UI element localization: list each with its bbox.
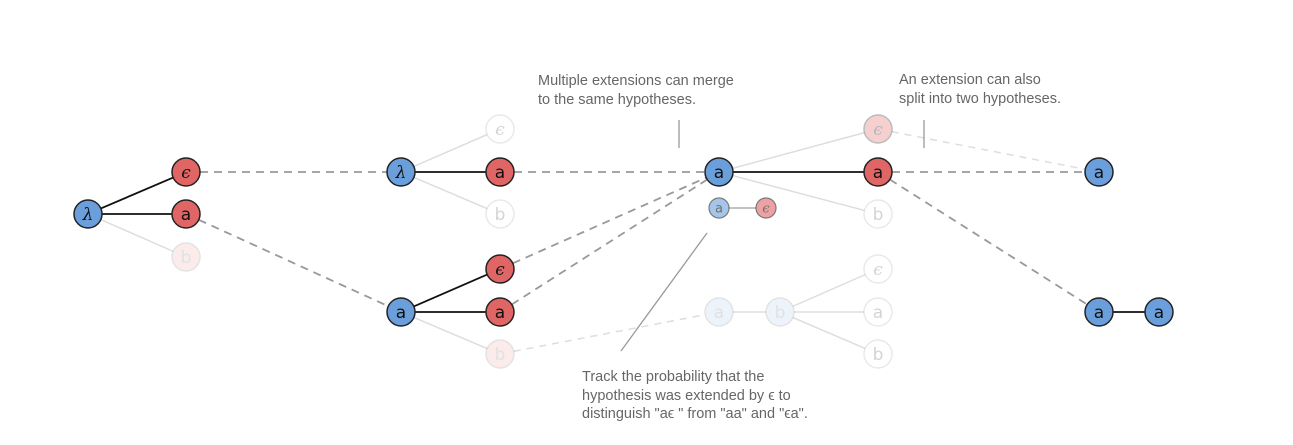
node-inset-a: a (708, 197, 730, 219)
track-annotation-line-3: distinguish "aϵ " from "aa" and "ϵa". (582, 406, 808, 422)
node-label-n2-lambda: λ (395, 163, 407, 183)
node-n1-a: a (171, 199, 201, 229)
node-n2-eps: ϵ (485, 114, 515, 144)
node-label-n3-b: b (495, 345, 506, 365)
node-label-n4-b: b (873, 205, 884, 225)
edge-n4-a-to-n4-eps (732, 131, 865, 170)
node-label-inset-a: a (715, 202, 723, 217)
edge-n1-a-to-n3-a (198, 218, 389, 308)
node-label-n5-a2: a (873, 303, 883, 323)
node-label-n2-b: b (495, 205, 506, 225)
edge-n3-b-to-n5-a (513, 313, 706, 353)
node-inset-eps: ϵ (755, 197, 777, 219)
node-n4-a: a (704, 157, 734, 187)
node-label-n5-a: a (714, 303, 724, 323)
merge-annotation-line-2: to the same hypotheses. (538, 91, 696, 108)
node-n5-b: b (765, 297, 795, 327)
node-n7-a: a (1084, 297, 1114, 327)
node-n3-a: a (386, 297, 416, 327)
edge-n3-a-to-n3-eps (413, 273, 488, 308)
edge-n4-a2-to-n7-a (889, 178, 1088, 306)
node-label-n1-b: b (181, 248, 192, 268)
node-label-n5-b2: b (873, 345, 884, 365)
node-label-n7-a: a (1094, 303, 1104, 323)
node-n6-a: a (1084, 157, 1114, 187)
node-n5-a2: a (863, 297, 893, 327)
node-label-n5-eps: ϵ (873, 260, 883, 280)
node-n1-lambda: λ (73, 199, 103, 229)
node-n1-b: b (171, 242, 201, 272)
edge-n2-lambda-to-n2-eps (413, 133, 488, 168)
node-label-n7-a2: a (1154, 303, 1164, 323)
merge-annotation-line-1: Multiple extensions can merge (538, 73, 734, 89)
node-label-n1-eps: ϵ (181, 163, 191, 183)
edge-n3-eps-to-n4-a (512, 176, 707, 265)
node-label-n3-a: a (396, 303, 406, 323)
node-n3-a2: a (485, 297, 515, 327)
node-n5-a: a (704, 297, 734, 327)
track-pointer-line (620, 232, 708, 352)
edge-n4-eps-to-n6-a (891, 130, 1086, 171)
node-label-n1-a: a (181, 205, 191, 225)
edge-n5-b-to-n5-b2 (792, 316, 866, 350)
edge-n2-lambda-to-n2-b (413, 176, 488, 210)
track-annotation-line-2: hypothesis was extended by ϵ to (582, 387, 791, 404)
node-label-n4-a: a (714, 163, 724, 183)
node-n4-a2: a (863, 157, 893, 187)
node-n2-lambda: λ (386, 157, 416, 187)
edge-n1-lambda-to-n1-eps (100, 176, 174, 210)
edge-n1-lambda-to-n1-b (100, 218, 174, 253)
edge-n3-a-to-n3-b (413, 316, 488, 350)
node-label-n3-eps: ϵ (495, 260, 505, 280)
node-label-n2-a: a (495, 163, 505, 183)
node-n3-b: b (485, 339, 515, 369)
split-annotation-line-1: An extension can also (899, 72, 1041, 88)
node-label-n1-lambda: λ (82, 205, 94, 225)
track-annotation-line-1: Track the probability that the (582, 369, 765, 385)
node-n4-b: b (863, 199, 893, 229)
merge-annotation: Multiple extensions can merge to the sam… (538, 72, 734, 109)
edge-n3-a2-to-n4-a (511, 178, 708, 306)
track-annotation: Track the probability that the hypothesi… (582, 368, 808, 424)
node-label-n5-b: b (775, 303, 786, 323)
node-label-n4-a2: a (873, 163, 883, 183)
node-n5-eps: ϵ (863, 254, 893, 284)
node-label-n2-eps: ϵ (495, 120, 505, 140)
split-annotation: An extension can also split into two hyp… (899, 71, 1061, 108)
edge-n5-b-to-n5-eps (792, 273, 866, 308)
node-n7-a2: a (1144, 297, 1174, 327)
edge-n4-a-to-n4-b (732, 174, 865, 212)
node-n4-eps: ϵ (863, 114, 893, 144)
node-n2-a: a (485, 157, 515, 187)
node-n1-eps: ϵ (171, 157, 201, 187)
node-label-n4-eps: ϵ (873, 120, 883, 140)
node-n5-b2: b (863, 339, 893, 369)
node-n3-eps: ϵ (485, 254, 515, 284)
node-label-n6-a: a (1094, 163, 1104, 183)
node-n2-b: b (485, 199, 515, 229)
node-label-inset-eps: ϵ (762, 202, 770, 217)
node-label-n3-a2: a (495, 303, 505, 323)
split-annotation-line-2: split into two hypotheses. (899, 90, 1062, 107)
